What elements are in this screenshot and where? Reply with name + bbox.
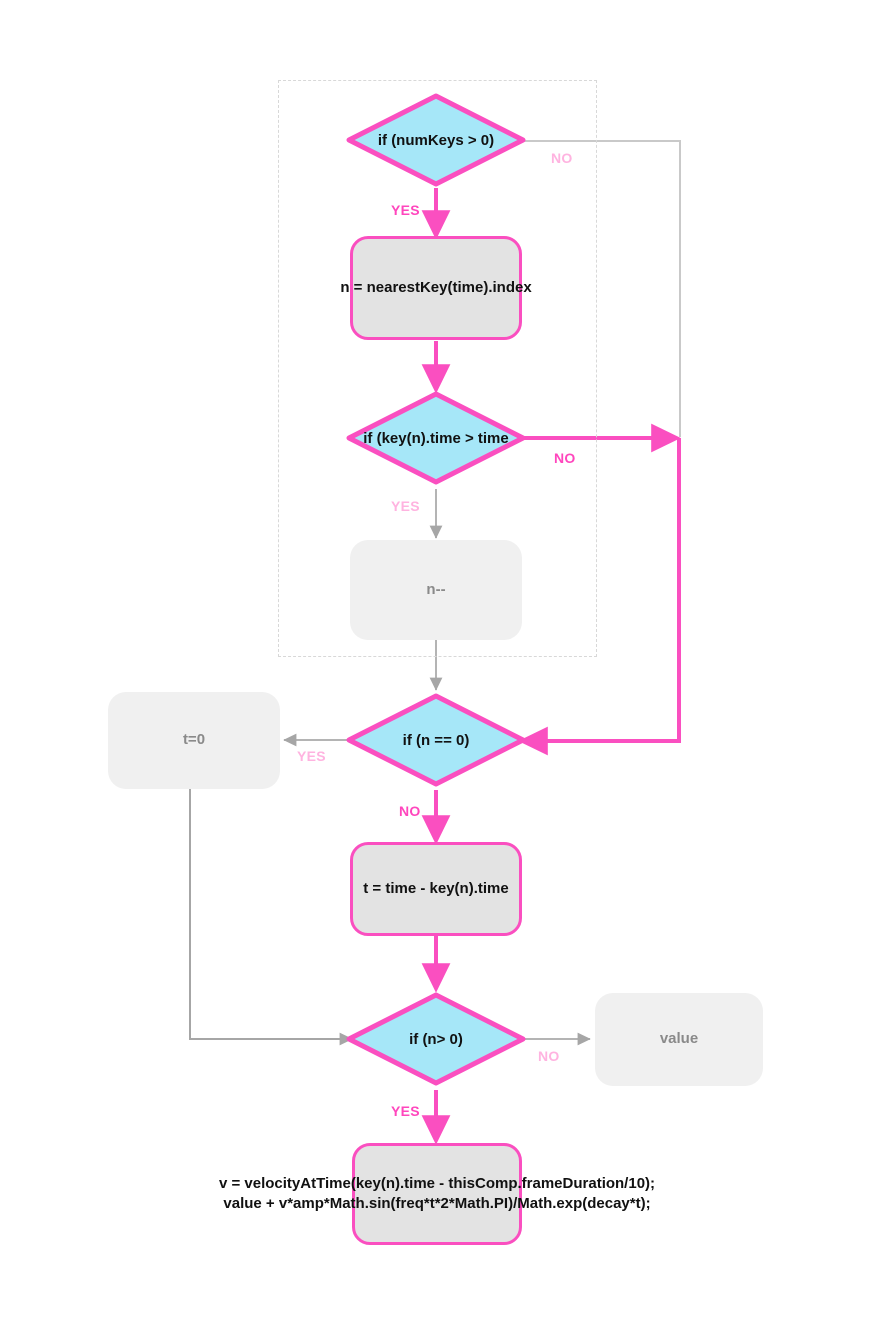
edge-label-niszero-yes: YES (297, 748, 326, 764)
edge-label-numkeys-yes: YES (391, 202, 420, 218)
decision-n-gt-zero[interactable]: if (n> 0) (345, 991, 527, 1087)
decision-key-time[interactable]: if (key(n).time > time (345, 390, 527, 486)
process-expression-line-2: value + v*amp*Math.sin(freq*t*2*Math.PI)… (223, 1195, 651, 1212)
process-expression-label: v = velocityAtTime(key(n).time - thisCom… (57, 1174, 817, 1215)
process-expression-line-1: v = velocityAtTime(key(n).time - thisCom… (218, 1174, 656, 1192)
edge-label-numkeys-no: NO (551, 150, 573, 166)
process-value[interactable]: value (595, 993, 763, 1086)
process-t-zero[interactable]: t=0 (108, 692, 280, 789)
decision-numkeys-label: if (numKeys > 0) (377, 131, 495, 149)
process-nearest-key-label: n = nearestKey(time).index (340, 278, 532, 296)
process-expression[interactable]: v = velocityAtTime(key(n).time - thisCom… (219, 1143, 655, 1245)
decision-n-is-zero-label: if (n == 0) (402, 731, 470, 749)
process-t-zero-label: t=0 (182, 731, 206, 749)
diamond-shape (346, 693, 526, 787)
edge-label-niszero-no: NO (399, 803, 421, 819)
process-t-delta[interactable]: t = time - key(n).time (350, 842, 522, 936)
diamond-shape (346, 391, 526, 485)
process-t-delta-label: t = time - key(n).time (363, 879, 509, 897)
decision-n-is-zero[interactable]: if (n == 0) (345, 692, 527, 788)
process-nearest-key[interactable]: n = nearestKey(time).index (340, 236, 532, 340)
decision-numkeys[interactable]: if (numKeys > 0) (345, 92, 527, 188)
decision-key-time-label: if (key(n).time > time (363, 429, 509, 447)
process-decrement-n-label: n-- (426, 580, 446, 598)
edge-tzero-to-ngtzero (189, 789, 353, 1046)
edge-rail-to-niszero (518, 438, 681, 756)
keyframe-search-group (278, 80, 597, 657)
diamond-shape (346, 992, 526, 1086)
edge-label-keytime-yes: YES (391, 498, 420, 514)
edge-label-ngtzero-no: NO (538, 1048, 560, 1064)
edge-label-ngtzero-yes: YES (391, 1103, 420, 1119)
diamond-shape (346, 93, 526, 187)
edge-numkeys-no (517, 140, 681, 437)
decision-n-gt-zero-label: if (n> 0) (409, 1030, 463, 1048)
process-value-label: value (659, 1030, 699, 1048)
process-decrement-n[interactable]: n-- (350, 540, 522, 640)
edge-label-keytime-no: NO (554, 450, 576, 466)
